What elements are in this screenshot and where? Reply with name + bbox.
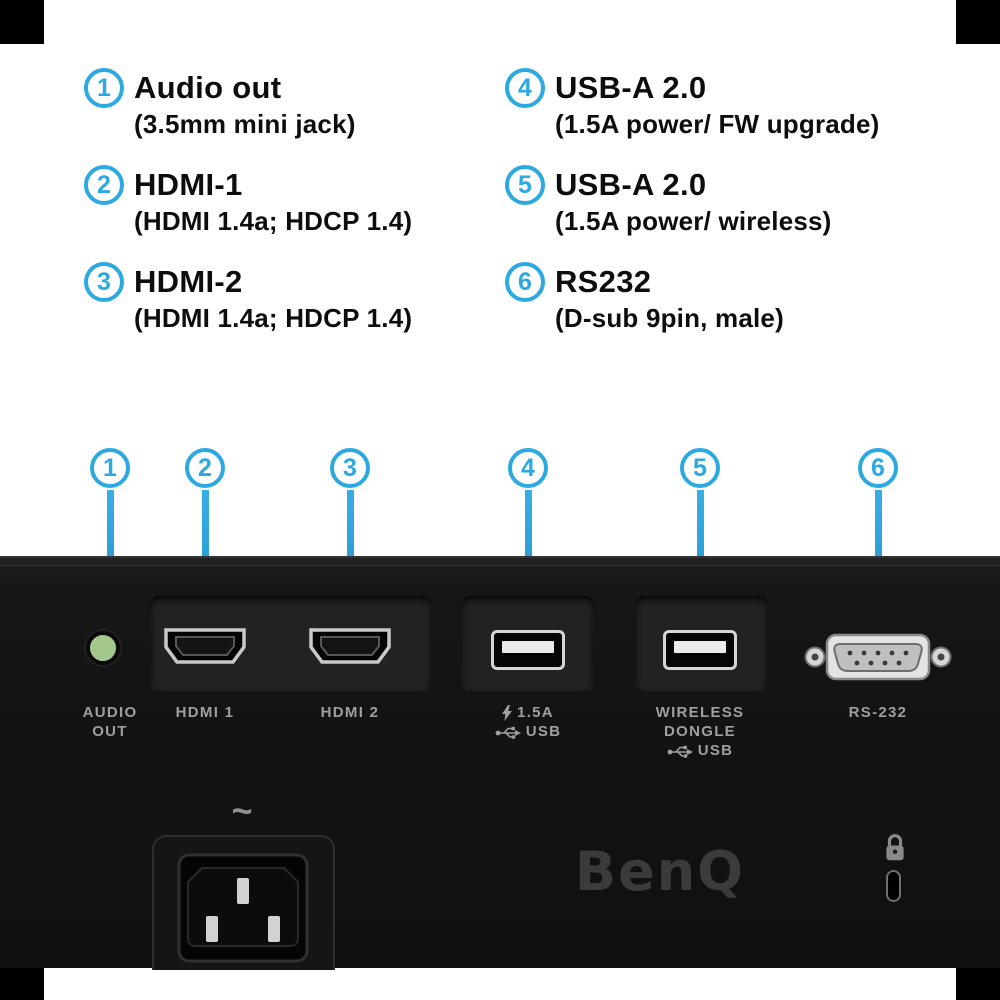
- legend-title: USB-A 2.0: [555, 167, 707, 202]
- callout-number-6: 6: [858, 448, 898, 488]
- usb-wireless-port: [663, 630, 737, 670]
- hdmi-1-label: HDMI 1: [175, 704, 235, 721]
- callout-marker-3: 3: [330, 448, 370, 614]
- kensington-slot: [886, 870, 901, 902]
- legend-item-rs232: 6 RS232 (D-sub 9pin, male): [505, 262, 784, 334]
- usb-icon: [667, 745, 693, 758]
- legend-title: HDMI-1: [134, 167, 243, 202]
- callout-number-1: 1: [90, 448, 130, 488]
- usb-power-label: 1.5A USB: [448, 703, 608, 741]
- callout-number-5: 5: [680, 448, 720, 488]
- legend-subtitle: (1.5A power/ FW upgrade): [555, 109, 880, 139]
- rs232-pins: [847, 650, 909, 666]
- legend-subtitle: (HDMI 1.4a; HDCP 1.4): [134, 206, 413, 236]
- callout-marker-4: 4: [508, 448, 548, 614]
- lightning-icon: [502, 704, 513, 721]
- callout-line: [696, 490, 704, 614]
- legend-subtitle: (1.5A power/ wireless): [555, 206, 832, 236]
- legend-subtitle: (HDMI 1.4a; HDCP 1.4): [134, 303, 413, 333]
- hdmi-1-port: [164, 628, 246, 664]
- legend-item-audio-out: 1 Audio out (3.5mm mini jack): [84, 68, 356, 140]
- legend-title: RS232: [555, 264, 652, 299]
- callout-marker-6: 6: [858, 448, 898, 614]
- legend-number-badge-1: 1: [84, 68, 124, 108]
- legend-item-usb-power: 4 USB-A 2.0 (1.5A power/ FW upgrade): [505, 68, 880, 140]
- usb-power-port: [491, 630, 565, 670]
- corner-mark: [0, 0, 44, 44]
- usb-tongue: [502, 641, 554, 653]
- hdmi-2-port: [309, 628, 391, 664]
- callout-line: [874, 490, 882, 614]
- legend-item-hdmi-2: 3 HDMI-2 (HDMI 1.4a; HDCP 1.4): [84, 262, 412, 334]
- callout-number-4: 4: [508, 448, 548, 488]
- legend-item-hdmi-1: 2 HDMI-1 (HDMI 1.4a; HDCP 1.4): [84, 165, 412, 237]
- audio-out-jack: [90, 635, 116, 661]
- corner-mark: [956, 0, 1000, 44]
- ac-power-inlet: [177, 853, 309, 963]
- benq-logo: BenQ: [574, 840, 746, 903]
- callout-marker-2: 2: [185, 448, 225, 614]
- callout-number-3: 3: [330, 448, 370, 488]
- legend-subtitle: (3.5mm mini jack): [134, 109, 356, 139]
- legend-number-badge-5: 5: [505, 165, 545, 205]
- legend-number-badge-2: 2: [84, 165, 124, 205]
- legend-item-usb-wireless: 5 USB-A 2.0 (1.5A power/ wireless): [505, 165, 832, 237]
- legend-number-badge-4: 4: [505, 68, 545, 108]
- rs232-label: RS-232: [848, 704, 908, 721]
- legend-subtitle: (D-sub 9pin, male): [555, 303, 784, 333]
- callout-line: [524, 490, 532, 614]
- usb-wireless-label: WIRELESS DONGLE USB: [655, 704, 745, 759]
- callout-line: [106, 490, 114, 614]
- legend-title: Audio out: [134, 70, 282, 105]
- legend-title: HDMI-2: [134, 264, 243, 299]
- callout-marker-5: 5: [680, 448, 720, 614]
- ac-power-symbol: ~: [231, 790, 253, 831]
- legend-number-badge-6: 6: [505, 262, 545, 302]
- rear-panel: AUDIO OUT HDMI 1 HDMI 2 1.5A: [0, 556, 1000, 970]
- callout-line: [201, 490, 209, 614]
- usb-tongue: [674, 641, 726, 653]
- usb-icon: [495, 726, 521, 739]
- callout-marker-1: 1: [90, 448, 130, 614]
- hdmi-2-label: HDMI 2: [320, 704, 380, 721]
- legend-title: USB-A 2.0: [555, 70, 707, 105]
- callout-number-2: 2: [185, 448, 225, 488]
- callout-line: [346, 490, 354, 614]
- rs232-port: [804, 633, 952, 681]
- lock-icon: [886, 834, 904, 861]
- audio-out-label: AUDIO OUT: [82, 704, 138, 740]
- legend-number-badge-3: 3: [84, 262, 124, 302]
